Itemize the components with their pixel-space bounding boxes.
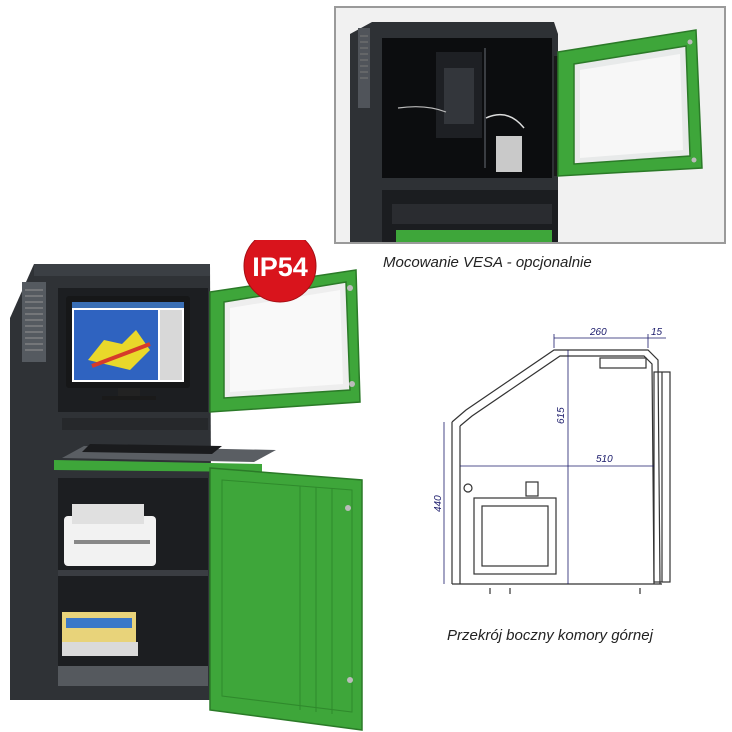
dim-top-offset: 15 — [651, 327, 663, 338]
dim-depth: 510 — [596, 454, 613, 465]
ip54-badge-text: IP54 — [252, 252, 308, 282]
vesa-cabinet-illustration — [336, 8, 724, 242]
dim-height-total: 615 — [556, 407, 567, 424]
cabinet-product-photo: IP54 — [10, 240, 363, 731]
ip54-badge: IP54 — [243, 240, 317, 303]
dim-height-lower: 440 — [433, 495, 444, 512]
dim-top-width: 260 — [589, 327, 607, 338]
vesa-inset-photo — [334, 6, 726, 244]
section-caption: Przekrój boczny komory górnej — [447, 627, 653, 644]
side-section-diagram: 260 15 615 510 440 — [433, 327, 671, 594]
vesa-caption: Mocowanie VESA - opcjonalnie — [383, 254, 592, 271]
